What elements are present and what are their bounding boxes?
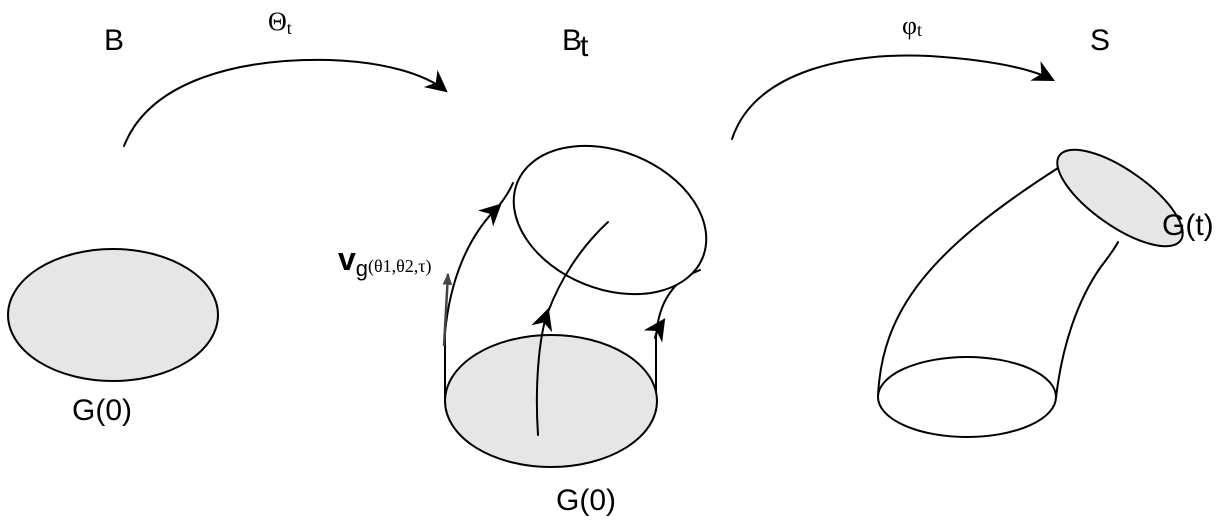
tube-top-ellipse	[491, 119, 728, 322]
region-Gt-label: G(t)	[1162, 209, 1214, 242]
region-G0-left-label: G(0)	[72, 394, 132, 427]
region-Gt	[1043, 133, 1196, 264]
map-Theta-arrow	[124, 60, 446, 146]
tube-left-side-upper	[498, 183, 513, 207]
space-S-label: S	[1090, 24, 1110, 57]
velocity-label: vg(θ1,θ2,τ)	[338, 241, 432, 281]
map-phi-arrow	[732, 55, 1053, 139]
tube-S-base-ellipse	[878, 357, 1056, 437]
space-B-label: B	[104, 24, 124, 57]
region-G0-left	[8, 249, 218, 381]
region-G0-middle	[445, 335, 657, 467]
region-G0-middle-label: G(0)	[556, 484, 616, 517]
tube-S-inner	[1056, 242, 1118, 398]
map-phi-label: φt	[902, 11, 922, 40]
map-Theta-label: Θt	[268, 7, 292, 38]
space-Bt-label: Bt	[562, 24, 589, 63]
